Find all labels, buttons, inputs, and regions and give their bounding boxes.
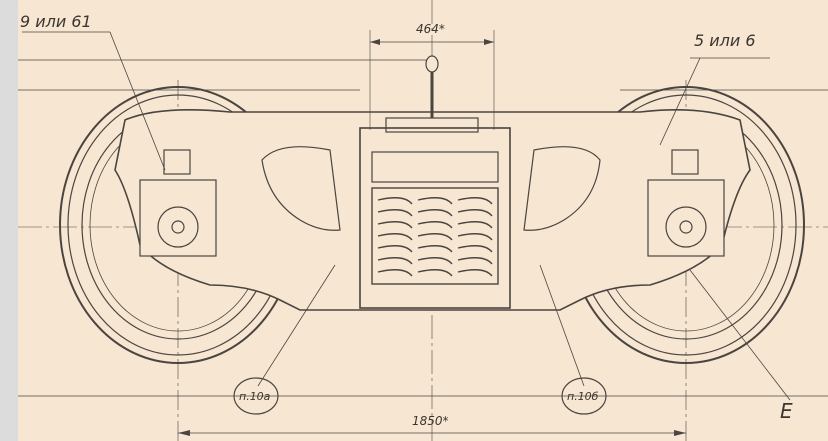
callout-circle-left [233,377,279,415]
leader-bottom-left [257,264,336,387]
callout-circle-right [561,377,607,415]
right-axle-box [647,149,725,257]
callout-bottom-right: п.10б [567,390,599,403]
right-window [523,146,601,231]
dimension-top: 464* [416,22,445,36]
leader-far-right [689,269,791,401]
left-window [261,146,341,231]
dimension-bottom: 1850* [412,414,449,428]
leader-top-right [659,57,701,146]
bolster [359,55,511,309]
leader-bottom-right [539,264,585,387]
callout-bottom-left: п.10а [239,390,271,403]
spring-set [371,187,499,285]
left-side-bar [0,0,18,441]
callout-bottom-far-right: Е [780,399,793,423]
left-axle-box [139,149,217,257]
callout-top-right: 5 или 6 [694,31,756,50]
leader-top-left [109,31,166,171]
callout-top-left: 9 или 61 [20,12,92,31]
